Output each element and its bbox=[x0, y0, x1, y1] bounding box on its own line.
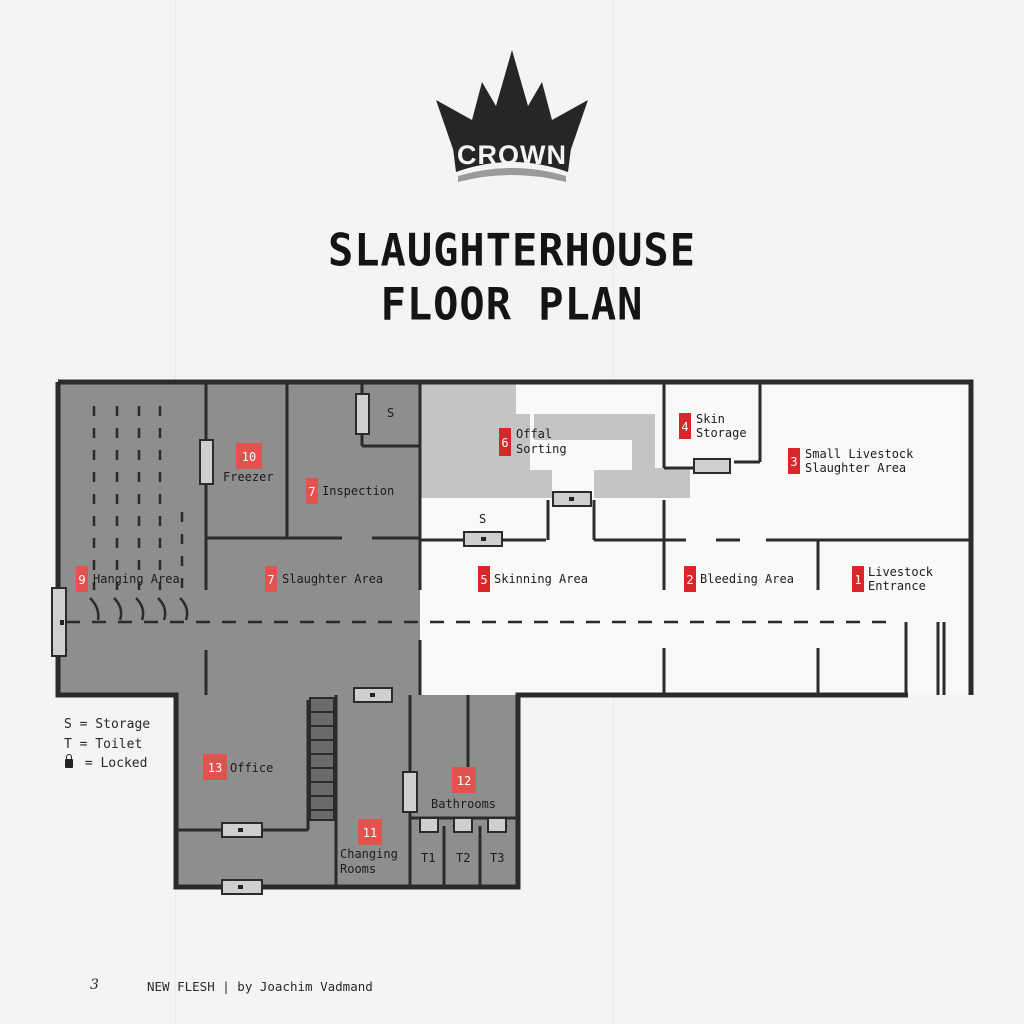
hanging-rails bbox=[92, 406, 184, 590]
svg-text:Skin: Skin bbox=[696, 412, 725, 426]
svg-text:3: 3 bbox=[790, 455, 797, 469]
svg-text:6: 6 bbox=[501, 436, 508, 450]
lock-icon bbox=[238, 828, 243, 832]
legend-locked-label: = Locked bbox=[77, 756, 148, 771]
lock-icon bbox=[238, 885, 243, 889]
svg-text:Rooms: Rooms bbox=[340, 862, 376, 876]
svg-text:Offal: Offal bbox=[516, 427, 552, 441]
svg-text:Slaughter Area: Slaughter Area bbox=[282, 572, 383, 586]
title-line-1: SLAUGHTERHOUSE bbox=[327, 224, 696, 277]
title-line-2: FLOOR PLAN bbox=[380, 278, 644, 331]
svg-text:2: 2 bbox=[686, 573, 693, 587]
room-livestock-entrance: 1 Livestock Entrance bbox=[852, 565, 934, 593]
svg-text:Storage: Storage bbox=[696, 426, 747, 440]
logo-text: CROWN bbox=[457, 140, 567, 170]
room-bleeding-area: 2 Bleeding Area bbox=[684, 566, 794, 592]
svg-text:Entrance: Entrance bbox=[868, 579, 926, 593]
hanging-hooks bbox=[89, 597, 189, 621]
room-slaughter-area: 7 Slaughter Area bbox=[265, 566, 383, 592]
crown-icon bbox=[436, 50, 588, 152]
lock-icon bbox=[60, 620, 64, 625]
storage-marker: S bbox=[387, 406, 394, 420]
storage-marker: S bbox=[479, 512, 486, 526]
svg-text:Office: Office bbox=[230, 761, 273, 775]
crown-logo: CROWN bbox=[436, 50, 588, 182]
crown-ribbon bbox=[452, 129, 572, 172]
footer-credit: NEW FLESH | by Joachim Vadmand bbox=[147, 979, 373, 994]
door-t2 bbox=[453, 817, 473, 833]
toilet-label: T1 bbox=[421, 851, 435, 865]
room-bathrooms: 12 Bathrooms bbox=[431, 767, 496, 811]
svg-text:Sorting: Sorting bbox=[516, 442, 567, 456]
page-number: 3 bbox=[90, 977, 99, 993]
legend-storage: S = Storage bbox=[64, 717, 151, 732]
room-skin-storage: 4 Skin Storage bbox=[679, 412, 747, 440]
lock-icons bbox=[60, 497, 574, 889]
toilet-label: T2 bbox=[456, 851, 470, 865]
lock-icon bbox=[569, 497, 574, 501]
outer-wall-left bbox=[55, 382, 908, 890]
room-skinning-area: 5 Skinning Area bbox=[478, 566, 588, 592]
door-freezer bbox=[199, 439, 214, 485]
door-t1 bbox=[419, 817, 439, 833]
svg-text:12: 12 bbox=[457, 774, 471, 788]
toilet-label: T3 bbox=[490, 851, 504, 865]
stairs bbox=[309, 697, 335, 821]
door-bathroom bbox=[402, 771, 418, 813]
room-hanging-area: 9 Hanging Area bbox=[76, 566, 180, 592]
room-offal-sorting: 6 Offal Sorting bbox=[499, 427, 567, 456]
lock-icon bbox=[481, 537, 486, 541]
svg-text:7: 7 bbox=[308, 485, 315, 499]
svg-text:4: 4 bbox=[681, 420, 688, 434]
svg-text:10: 10 bbox=[242, 450, 256, 464]
room-freezer: 10 Freezer bbox=[223, 443, 274, 484]
svg-text:11: 11 bbox=[363, 826, 377, 840]
svg-text:7: 7 bbox=[267, 573, 274, 587]
door-storage-1 bbox=[355, 393, 370, 435]
svg-text:Hanging Area: Hanging Area bbox=[93, 572, 180, 586]
legend-toilet: T = Toilet bbox=[64, 736, 143, 752]
svg-text:9: 9 bbox=[78, 573, 85, 587]
svg-text:Skinning Area: Skinning Area bbox=[494, 572, 588, 586]
room-office: 13 Office bbox=[203, 754, 273, 780]
svg-text:Slaughter Area: Slaughter Area bbox=[805, 461, 906, 475]
svg-text:1: 1 bbox=[854, 573, 861, 587]
lock-icon bbox=[370, 693, 375, 697]
room-small-livestock: 3 Small Livestock Slaughter Area bbox=[788, 447, 914, 475]
svg-text:5: 5 bbox=[480, 573, 487, 587]
svg-text:Inspection: Inspection bbox=[322, 484, 394, 498]
door-t3 bbox=[487, 817, 507, 833]
zone-offal-corridor bbox=[420, 382, 690, 498]
svg-text:Bleeding Area: Bleeding Area bbox=[700, 572, 794, 586]
door-skin bbox=[693, 458, 731, 474]
legend-locked: = Locked bbox=[64, 754, 150, 774]
room-changing-rooms: 11 Changing Rooms bbox=[340, 819, 398, 876]
svg-text:Freezer: Freezer bbox=[223, 470, 274, 484]
svg-text:Livestock: Livestock bbox=[868, 565, 934, 579]
page-title: SLAUGHTERHOUSE FLOOR PLAN bbox=[0, 224, 1024, 332]
map-legend: S = Storage T = Toilet = Locked bbox=[64, 715, 150, 774]
svg-text:Small Livestock: Small Livestock bbox=[805, 447, 914, 461]
svg-text:13: 13 bbox=[208, 761, 222, 775]
room-inspection: 7 Inspection bbox=[306, 478, 394, 504]
svg-text:Changing: Changing bbox=[340, 847, 398, 861]
svg-text:Bathrooms: Bathrooms bbox=[431, 797, 496, 811]
door-west bbox=[51, 587, 67, 657]
lock-icon bbox=[65, 754, 73, 769]
